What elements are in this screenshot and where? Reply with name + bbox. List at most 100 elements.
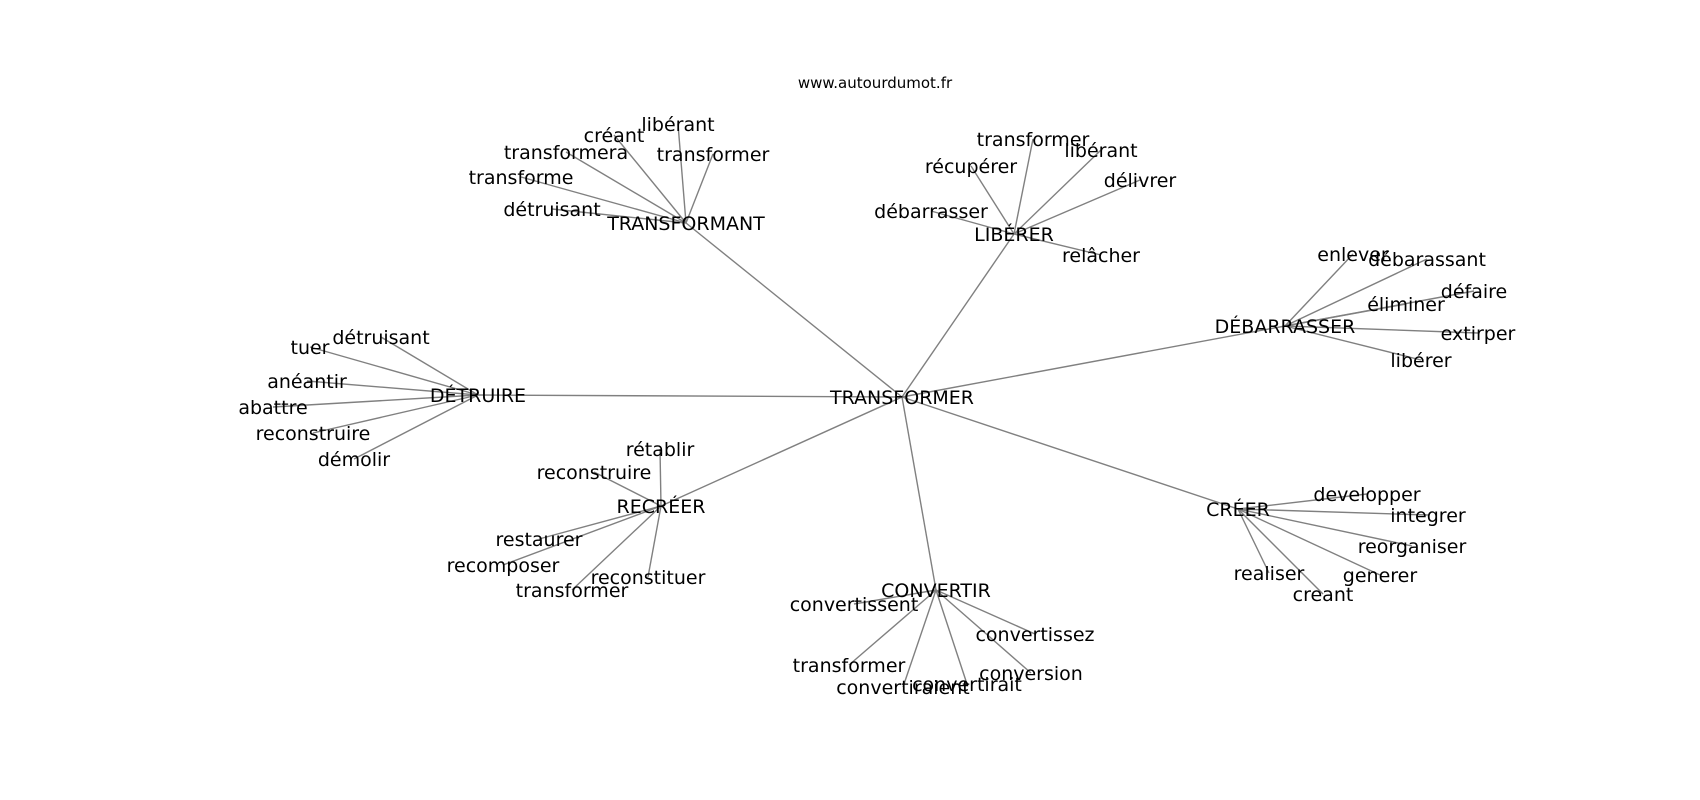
leaf-word[interactable]: libérant bbox=[1064, 140, 1137, 162]
edge-leaf-3-4 bbox=[312, 394, 479, 434]
edge-leaf-6-5 bbox=[935, 589, 968, 685]
leaf-word[interactable]: enlever bbox=[1317, 244, 1389, 266]
edge-leaf-5-4 bbox=[1237, 508, 1270, 574]
leaf-word[interactable]: convertirait bbox=[912, 674, 1022, 696]
group-word[interactable]: DÉBARRASSER bbox=[1215, 315, 1356, 338]
leaf-word[interactable]: reconstruire bbox=[256, 423, 371, 445]
edge-leaf-1-1 bbox=[1013, 149, 1102, 235]
leaf-word[interactable]: realiser bbox=[1234, 563, 1305, 585]
leaf-word[interactable]: transformer bbox=[657, 144, 770, 166]
leaf-word[interactable]: transformer bbox=[793, 655, 906, 677]
leaf-word[interactable]: developper bbox=[1313, 484, 1420, 506]
edge-center-1 bbox=[901, 233, 1015, 398]
leaf-word[interactable]: recomposer bbox=[447, 555, 560, 577]
leaf-word[interactable]: récupérer bbox=[925, 156, 1017, 178]
leaf-word[interactable]: créant bbox=[584, 125, 645, 147]
edge-center-6 bbox=[901, 396, 937, 591]
center-word[interactable]: TRANSFORMER bbox=[829, 387, 974, 409]
edge-leaf-2-0 bbox=[1284, 253, 1354, 327]
edge-leaf-0-4 bbox=[520, 176, 687, 224]
edge-leaf-5-3 bbox=[1237, 508, 1381, 576]
leaf-word[interactable]: reconstruire bbox=[537, 462, 652, 484]
edge-leaf-2-1 bbox=[1284, 258, 1428, 327]
leaf-word[interactable]: transformer bbox=[977, 129, 1090, 151]
leaf-word[interactable]: débarrasser bbox=[874, 201, 988, 223]
edge-leaf-4-2 bbox=[538, 505, 662, 540]
edge-leaf-0-3 bbox=[685, 153, 714, 224]
leaf-word[interactable]: reorganiser bbox=[1358, 536, 1467, 558]
leaf-word[interactable]: convertissez bbox=[975, 624, 1094, 646]
edge-leaf-0-2 bbox=[565, 151, 687, 224]
leaf-word[interactable]: relâcher bbox=[1062, 245, 1140, 267]
leaf-word[interactable]: transforme bbox=[469, 167, 574, 189]
edge-leaf-2-5 bbox=[1284, 325, 1422, 361]
edge-leaf-0-1 bbox=[613, 134, 687, 224]
leaf-word[interactable]: integrer bbox=[1390, 505, 1466, 527]
edge-leaf-5-1 bbox=[1237, 508, 1429, 516]
leaf-word[interactable]: tuer bbox=[291, 337, 330, 359]
edge-center-3 bbox=[477, 394, 903, 398]
leaf-word[interactable]: conversion bbox=[979, 663, 1083, 685]
edge-leaf-3-0 bbox=[380, 336, 479, 396]
edge-leaf-6-1 bbox=[935, 589, 1036, 635]
leaf-word[interactable]: generer bbox=[1343, 565, 1418, 587]
group-word[interactable]: TRANSFORMANT bbox=[606, 213, 765, 235]
edge-leaf-0-0 bbox=[677, 123, 687, 224]
leaf-word[interactable]: délivrer bbox=[1104, 170, 1177, 192]
edge-center-0 bbox=[685, 222, 903, 398]
group-word[interactable]: RECRÉER bbox=[617, 495, 706, 518]
leaf-word[interactable]: reconstituer bbox=[591, 567, 706, 589]
leaf-word[interactable]: extirper bbox=[1441, 323, 1516, 345]
edge-center-2 bbox=[901, 325, 1286, 398]
leaf-word[interactable]: rétablir bbox=[626, 439, 695, 461]
leaf-word[interactable]: débarassant bbox=[1368, 249, 1486, 271]
leaf-word[interactable]: convertiraient bbox=[836, 677, 970, 699]
leaf-word[interactable]: creant bbox=[1293, 584, 1354, 606]
edge-leaf-3-2 bbox=[306, 380, 479, 396]
group-word[interactable]: CONVERTIR bbox=[881, 580, 991, 602]
edge-leaf-0-5 bbox=[551, 208, 687, 224]
leaf-word[interactable]: abattre bbox=[238, 397, 307, 419]
leaf-word[interactable]: convertissent bbox=[790, 594, 919, 616]
edge-leaf-5-0 bbox=[1237, 493, 1368, 510]
leaf-word[interactable]: transformera bbox=[504, 142, 628, 164]
leaf-word[interactable]: détruisant bbox=[332, 327, 429, 349]
edge-center-4 bbox=[660, 396, 903, 507]
edge-leaf-5-5 bbox=[1237, 508, 1324, 595]
graph-edges bbox=[272, 123, 1479, 688]
leaf-word[interactable]: restaurer bbox=[495, 529, 582, 551]
edge-leaf-6-2 bbox=[848, 589, 937, 666]
edge-center-5 bbox=[901, 396, 1239, 510]
leaf-word[interactable]: défaire bbox=[1441, 281, 1507, 303]
leaf-word[interactable]: détruisant bbox=[503, 199, 600, 221]
edge-leaf-6-4 bbox=[902, 589, 937, 688]
leaf-word[interactable]: éliminer bbox=[1367, 294, 1445, 316]
edge-leaf-1-5 bbox=[1013, 233, 1102, 256]
edge-leaf-4-1 bbox=[593, 471, 662, 507]
leaf-word[interactable]: démolir bbox=[318, 449, 390, 471]
edge-leaf-6-3 bbox=[935, 589, 1032, 674]
edge-leaf-4-3 bbox=[502, 505, 662, 566]
edge-leaf-1-3 bbox=[1013, 179, 1141, 235]
leaf-word[interactable]: libérer bbox=[1390, 350, 1451, 372]
group-word[interactable]: DÉTRUIRE bbox=[430, 384, 526, 407]
leaf-word[interactable]: anéantir bbox=[267, 371, 347, 393]
leaf-word[interactable]: transformer bbox=[516, 580, 629, 602]
group-word[interactable]: LIBÉRER bbox=[974, 223, 1054, 246]
edge-leaf-3-3 bbox=[272, 394, 479, 408]
edge-leaf-4-5 bbox=[571, 505, 662, 591]
edge-leaf-3-1 bbox=[309, 346, 479, 396]
edge-leaf-5-2 bbox=[1237, 508, 1413, 547]
edge-leaf-3-5 bbox=[353, 394, 479, 460]
edge-leaf-2-3 bbox=[1284, 303, 1407, 327]
edge-leaf-6-0 bbox=[853, 589, 937, 605]
edge-leaf-1-0 bbox=[1013, 138, 1034, 235]
edge-leaf-4-0 bbox=[659, 448, 662, 507]
edge-leaf-1-4 bbox=[930, 210, 1015, 235]
group-word[interactable]: CRÉER bbox=[1206, 498, 1270, 521]
site-url: www.autourdumot.fr bbox=[798, 74, 953, 92]
leaf-word[interactable]: libérant bbox=[641, 114, 714, 136]
edge-leaf-4-4 bbox=[647, 505, 662, 578]
